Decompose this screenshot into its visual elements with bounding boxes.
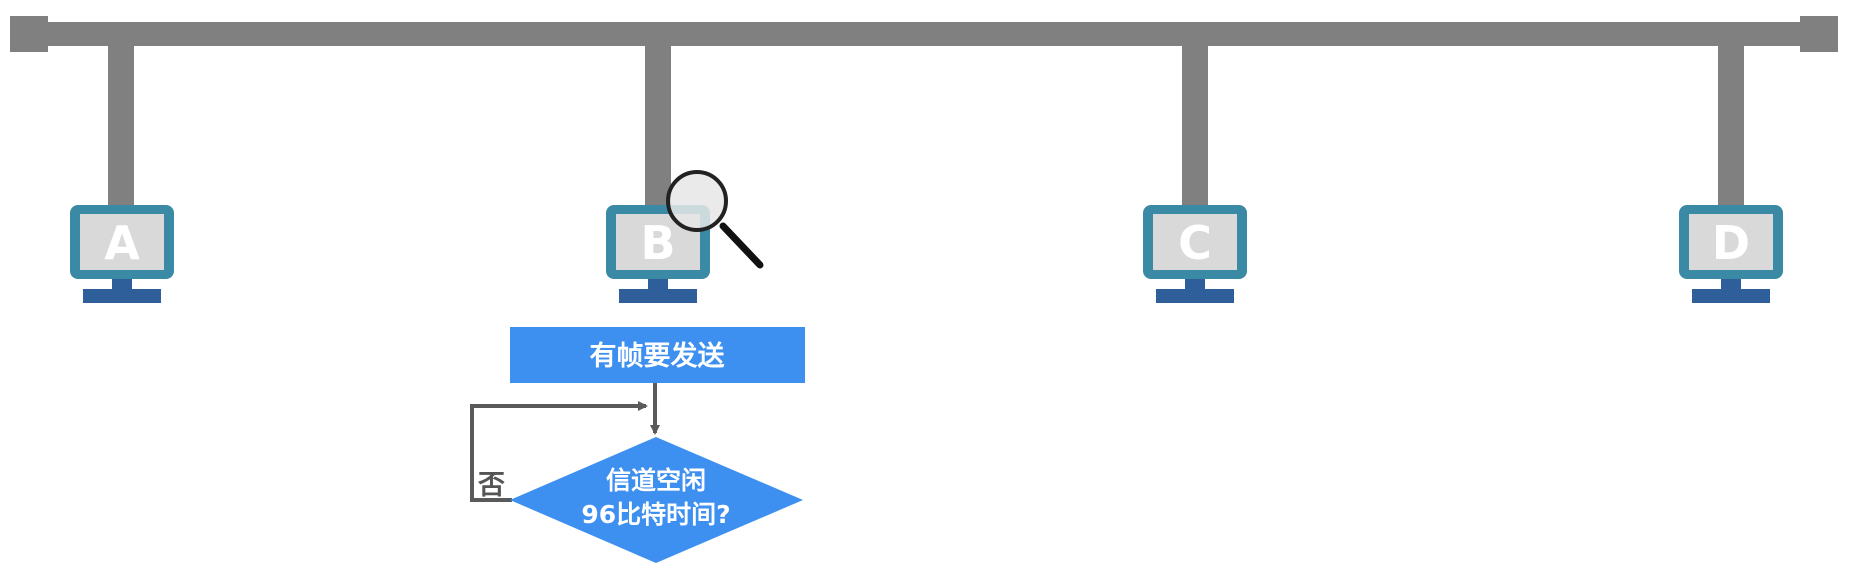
monitor-base bbox=[83, 289, 161, 303]
monitor-neck bbox=[648, 279, 668, 289]
drop-line bbox=[108, 46, 134, 206]
bus-left-terminator bbox=[10, 16, 48, 52]
monitor-neck bbox=[1185, 279, 1205, 289]
monitor-base bbox=[1692, 289, 1770, 303]
drop-line bbox=[1182, 46, 1208, 206]
monitor-screen bbox=[1689, 214, 1773, 270]
station-label: B bbox=[640, 216, 675, 270]
decision-line-2: 96比特时间? bbox=[581, 500, 730, 529]
magnifier-icon bbox=[666, 170, 764, 269]
station-c: C bbox=[1143, 46, 1247, 303]
flow-start-box: 有帧要发送 bbox=[510, 327, 805, 383]
bus-right-terminator bbox=[1800, 16, 1838, 52]
station-d: D bbox=[1679, 46, 1783, 303]
decision-line-1: 信道空闲 bbox=[606, 466, 706, 495]
drop-line bbox=[645, 46, 671, 206]
drop-line bbox=[1718, 46, 1744, 206]
station-label: D bbox=[1712, 216, 1750, 270]
flow-decision-diamond: 信道空闲 96比特时间? bbox=[510, 437, 803, 563]
monitor-screen bbox=[80, 214, 164, 270]
flow-start-label: 有帧要发送 bbox=[590, 340, 725, 372]
station-label: A bbox=[104, 216, 140, 270]
no-label: 否 bbox=[478, 470, 505, 501]
monitor-base bbox=[1156, 289, 1234, 303]
monitor-neck bbox=[1721, 279, 1741, 289]
station-label: C bbox=[1178, 216, 1212, 270]
monitor-base bbox=[619, 289, 697, 303]
flow-loop-back bbox=[470, 401, 648, 502]
monitor-neck bbox=[112, 279, 132, 289]
station-a: A bbox=[70, 46, 174, 303]
monitor-screen bbox=[1153, 214, 1237, 270]
bus-line bbox=[10, 16, 1838, 52]
